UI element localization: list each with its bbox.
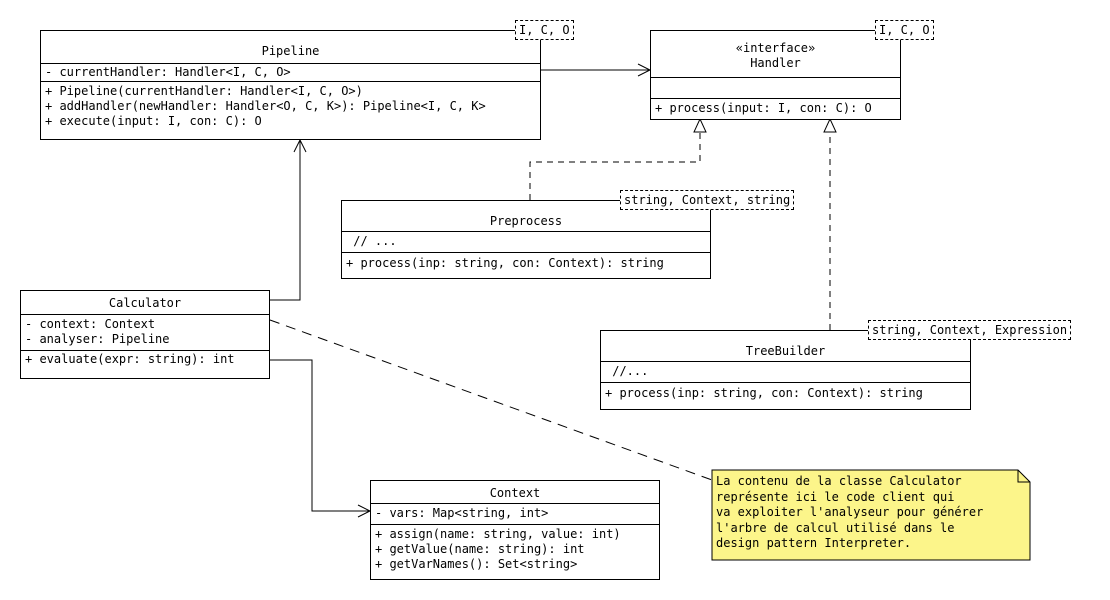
class-name: TreeBuilder bbox=[745, 344, 826, 358]
attributes-section: - vars: Map<string, int> bbox=[371, 503, 659, 524]
realization-preprocess-handler bbox=[529, 117, 707, 200]
attribute: - currentHandler: Handler<I, C, O> bbox=[45, 65, 291, 79]
class-name: Preprocess bbox=[489, 214, 563, 228]
association-calculator-context bbox=[270, 359, 372, 518]
class-name: Calculator bbox=[108, 296, 182, 310]
note-line: design pattern Interpreter. bbox=[716, 536, 912, 550]
template-parameters: I, C, O bbox=[515, 20, 574, 40]
note-shape bbox=[711, 469, 1031, 561]
operations-section: + process(inp: string, con: Context): st… bbox=[601, 382, 970, 401]
attributes-section: //... bbox=[601, 361, 970, 382]
operations-section: + process(input: I, con: C): O bbox=[651, 98, 900, 116]
interface-handler[interactable]: «interface» Handler + process(input: I, … bbox=[650, 30, 901, 120]
operation: + addHandler(newHandler: Handler<O, C, K… bbox=[45, 99, 486, 113]
note-line: représente ici le code client qui bbox=[716, 489, 955, 504]
operations-section: + evaluate(expr: string): int bbox=[21, 350, 269, 367]
class-name: Context bbox=[489, 486, 541, 500]
attributes-section: // ... bbox=[342, 231, 710, 252]
operation: + process(inp: string, con: Context): st… bbox=[605, 386, 923, 400]
attribute: // ... bbox=[346, 234, 397, 248]
stereotype: «interface» bbox=[735, 41, 816, 55]
note-anchor-line bbox=[269, 319, 713, 481]
note[interactable]: La contenu de la classe Calculator repré… bbox=[712, 470, 1030, 560]
operation: + Pipeline(currentHandler: Handler<I, C,… bbox=[45, 84, 363, 98]
association-calculator-pipeline bbox=[270, 138, 307, 301]
operations-section: + Pipeline(currentHandler: Handler<I, C,… bbox=[41, 81, 540, 129]
operation: + process(inp: string, con: Context): st… bbox=[346, 256, 664, 270]
attribute: - context: Context bbox=[25, 317, 156, 331]
template-parameters: string, Context, string bbox=[620, 190, 795, 210]
association-pipeline-handler bbox=[541, 63, 652, 77]
class-name: Handler bbox=[750, 56, 801, 70]
operation: + getVarNames(): Set<string> bbox=[375, 557, 578, 571]
operation: + evaluate(expr: string): int bbox=[25, 352, 235, 366]
note-line: La contenu de la classe Calculator bbox=[716, 474, 962, 488]
realization-treebuilder-handler bbox=[823, 117, 837, 330]
class-pipeline[interactable]: Pipeline - currentHandler: Handler<I, C,… bbox=[40, 30, 541, 140]
note-line: l'arbre de calcul utilisé dans le bbox=[716, 520, 955, 535]
note-line: va exploiter l'analyseur pour générer bbox=[716, 505, 984, 519]
template-parameters: I, C, O bbox=[875, 20, 934, 40]
class-context[interactable]: Context - vars: Map<string, int> + assig… bbox=[370, 480, 660, 580]
operation: + execute(input: I, con: C): O bbox=[45, 114, 262, 128]
operation: + assign(name: string, value: int) bbox=[375, 527, 621, 541]
attribute: - vars: Map<string, int> bbox=[375, 506, 549, 520]
class-calculator[interactable]: Calculator - context: Context - analyser… bbox=[20, 290, 270, 379]
template-parameters: string, Context, Expression bbox=[868, 320, 1072, 340]
class-treebuilder[interactable]: TreeBuilder //... + process(inp: string,… bbox=[600, 330, 971, 410]
operation: + getValue(name: string): int bbox=[375, 542, 585, 556]
class-preprocess[interactable]: Preprocess // ... + process(inp: string,… bbox=[341, 200, 711, 279]
operations-section: + process(inp: string, con: Context): st… bbox=[342, 252, 710, 271]
attributes-section bbox=[651, 77, 900, 98]
class-name: Pipeline bbox=[261, 44, 320, 58]
attributes-section: - context: Context - analyser: Pipeline bbox=[21, 314, 269, 350]
interface-header: «interface» Handler bbox=[651, 31, 900, 77]
attribute: //... bbox=[605, 364, 649, 378]
attributes-section: - currentHandler: Handler<I, C, O> bbox=[41, 63, 540, 81]
attribute: - analyser: Pipeline bbox=[25, 332, 170, 346]
operation: + process(input: I, con: C): O bbox=[655, 101, 872, 115]
operations-section: + assign(name: string, value: int) + get… bbox=[371, 524, 659, 572]
